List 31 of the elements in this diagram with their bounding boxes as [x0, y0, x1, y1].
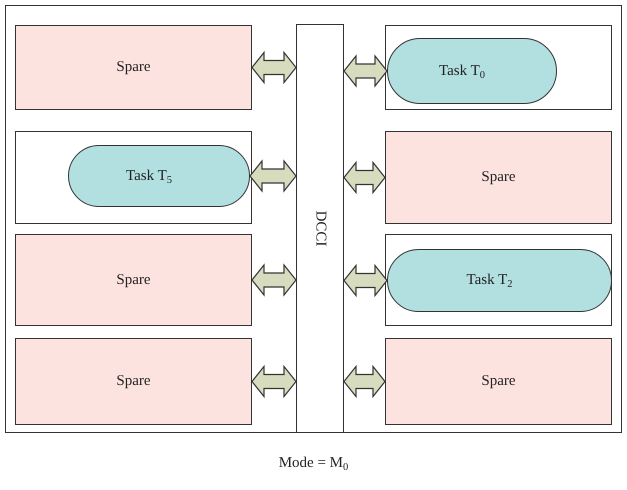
- slot-box: [15, 131, 252, 224]
- dcci-bus: [296, 24, 344, 433]
- double-arrow: [343, 160, 386, 194]
- double-arrow: [251, 50, 297, 84]
- task-label: Task T$_{2}$: [466, 272, 512, 289]
- task-pill: [387, 249, 612, 312]
- double-arrow: [343, 54, 388, 88]
- slot-label: Spare: [481, 169, 516, 186]
- task-pill: [68, 145, 250, 207]
- double-arrow: [251, 263, 297, 297]
- bus-label: DCCI: [312, 210, 328, 246]
- spare-slot: [15, 25, 252, 110]
- caption: Mode = M$_{0}$: [278, 455, 348, 472]
- slot-label: Spare: [116, 373, 151, 390]
- slot-box: [385, 234, 612, 326]
- double-arrow: [343, 264, 388, 298]
- spare-slot: [385, 338, 612, 425]
- spare-slot: [15, 234, 252, 326]
- slot-label: Spare: [481, 373, 516, 390]
- double-arrow: [251, 364, 297, 398]
- double-arrow: [249, 159, 297, 193]
- slot-box: [385, 25, 612, 110]
- spare-slot: [385, 131, 612, 224]
- double-arrow: [343, 364, 386, 398]
- spare-slot: [15, 338, 252, 425]
- slot-label: Spare: [116, 59, 151, 76]
- task-label: Task T$_{0}$: [438, 62, 485, 80]
- slot-label: Spare: [116, 272, 151, 288]
- task-pill: [387, 38, 557, 104]
- task-label: Task T$_{5}$: [126, 168, 172, 184]
- frame-box: [5, 5, 622, 433]
